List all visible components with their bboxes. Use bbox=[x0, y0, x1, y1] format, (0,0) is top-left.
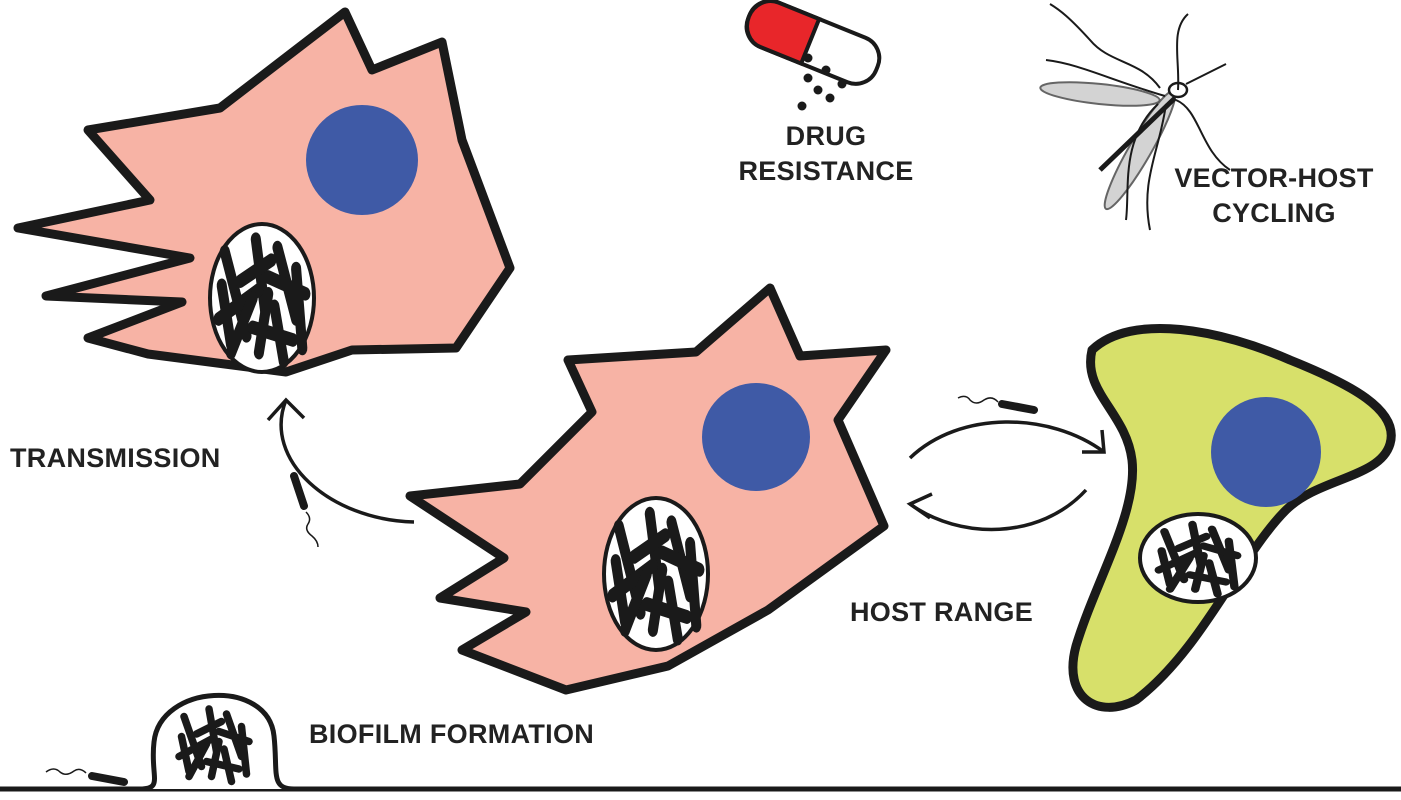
transmission-arrow bbox=[266, 397, 415, 524]
host-range-label: HOST RANGE bbox=[850, 597, 1034, 627]
nucleus bbox=[702, 383, 810, 491]
mosquito-icon bbox=[1039, 3, 1231, 231]
biofilm-mound bbox=[139, 692, 295, 792]
drug-resistance-label: DRUG RESISTANCE bbox=[711, 119, 941, 189]
drug-label-line-1: DRUG bbox=[785, 121, 867, 151]
nucleus bbox=[1211, 397, 1321, 507]
free-bacterium bbox=[957, 395, 1038, 414]
vector-host-cycling-label: VECTOR-HOST CYCLING bbox=[1140, 161, 1401, 231]
pill-capsule-icon bbox=[744, 0, 882, 111]
biofilm-formation-label: BIOFILM FORMATION bbox=[309, 719, 595, 749]
free-bacterium bbox=[290, 472, 319, 548]
transmission-label: TRANSMISSION bbox=[10, 443, 221, 473]
vector-label-line-1: VECTOR-HOST bbox=[1174, 163, 1374, 193]
host-range-arrows bbox=[906, 420, 1106, 532]
host-cell-top-left bbox=[13, 7, 515, 377]
nucleus bbox=[306, 105, 418, 215]
drug-label-line-2: RESISTANCE bbox=[738, 156, 914, 186]
alt-host-cell bbox=[1068, 323, 1396, 712]
free-bacterium bbox=[45, 768, 128, 786]
vector-label-line-2: CYCLING bbox=[1212, 198, 1336, 228]
host-cell-center bbox=[405, 283, 891, 695]
